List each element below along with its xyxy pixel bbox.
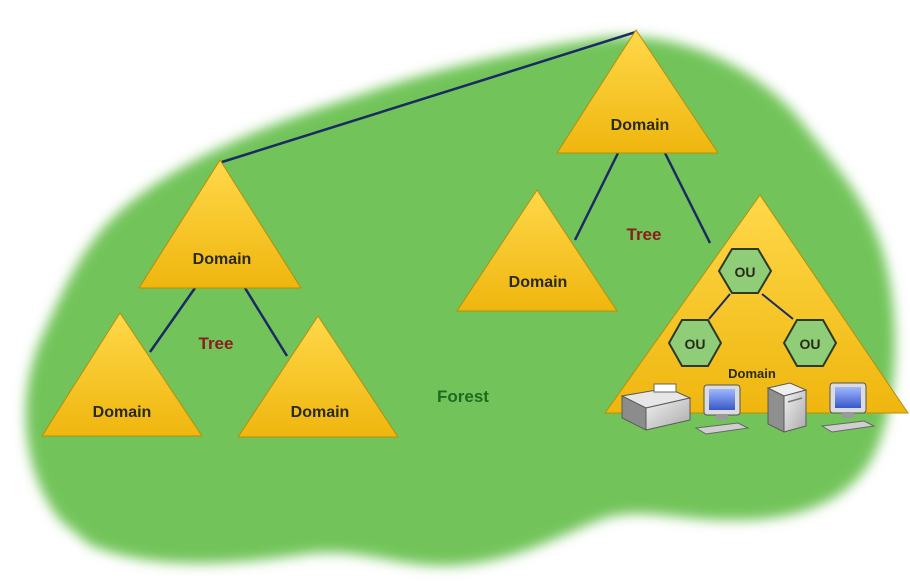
server-tower-icon	[766, 382, 808, 433]
link-root-to-right-child1	[573, 152, 620, 241]
domain-left-root-label: Domain	[193, 251, 252, 268]
domain-right-child1-label: Domain	[509, 274, 568, 291]
monitor-icon	[694, 384, 750, 435]
ous	[667, 248, 838, 367]
domain-root	[556, 29, 719, 154]
link-left-root-to-child1	[148, 287, 197, 353]
link-left-root-to-child2	[243, 287, 289, 357]
domain-root-label: Domain	[611, 117, 670, 134]
link-root-to-left-tree	[221, 30, 637, 164]
ou-right-label: OU	[800, 336, 821, 352]
connector-lines	[148, 30, 712, 357]
monitor-icon	[820, 382, 876, 433]
ou-top-label: OU	[735, 264, 756, 280]
ou-links	[708, 293, 794, 320]
ou-left-label: OU	[685, 336, 706, 352]
domain-left-child1-label: Domain	[93, 404, 152, 421]
link-ou-top-to-left	[708, 293, 731, 320]
printer-icon	[620, 383, 692, 431]
forest-label: Forest	[437, 387, 489, 406]
domain-right-child1	[456, 189, 618, 312]
domain-left-root	[138, 159, 302, 289]
ou-right	[782, 319, 838, 367]
domain-left-child1	[41, 312, 203, 437]
link-ou-top-to-right	[761, 293, 794, 320]
domains	[41, 29, 909, 438]
tree-left-label: Tree	[199, 334, 234, 353]
ou-left	[667, 319, 723, 367]
labels: Domain Domain Domain Domain Domain Domai…	[93, 117, 821, 421]
tree-right-label: Tree	[627, 225, 662, 244]
link-root-to-ou-domain	[663, 152, 712, 244]
domain-left-child2-label: Domain	[291, 404, 350, 421]
ou-top	[717, 248, 773, 294]
domain-left-child2	[237, 315, 399, 438]
domain-ou-container-label: Domain	[728, 366, 776, 381]
